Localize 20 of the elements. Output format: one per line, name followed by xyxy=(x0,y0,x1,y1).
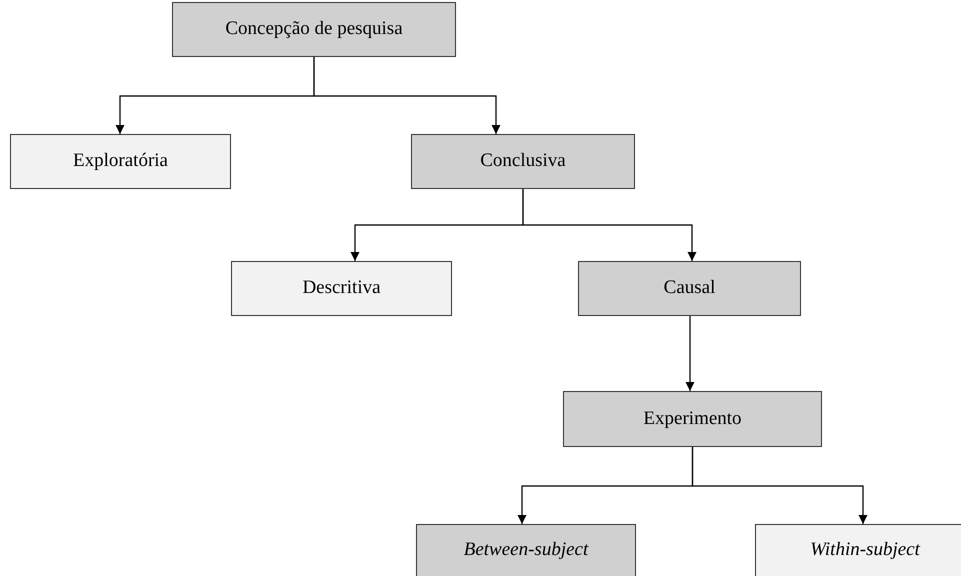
box-label: Within-subject xyxy=(810,538,920,562)
process-box xyxy=(231,261,452,316)
arrow xyxy=(686,316,694,391)
process-box xyxy=(172,2,456,57)
arrow xyxy=(522,189,696,261)
box-label: Concepção de pesquisa xyxy=(225,17,403,42)
box-label: Between-subject xyxy=(464,538,588,562)
box-label: Conclusiva xyxy=(480,149,566,174)
process-box xyxy=(578,261,801,316)
arrow xyxy=(692,447,868,524)
process-box xyxy=(411,134,635,189)
process-box xyxy=(10,134,231,189)
process-box xyxy=(416,524,636,576)
arrow xyxy=(313,57,500,134)
process-box xyxy=(755,524,961,576)
box-label: Descritiva xyxy=(302,276,381,300)
box-label: Causal xyxy=(664,276,716,300)
box-label: Exploratória xyxy=(73,149,168,174)
process-box xyxy=(563,391,822,447)
box-label: Experimento xyxy=(643,406,742,431)
